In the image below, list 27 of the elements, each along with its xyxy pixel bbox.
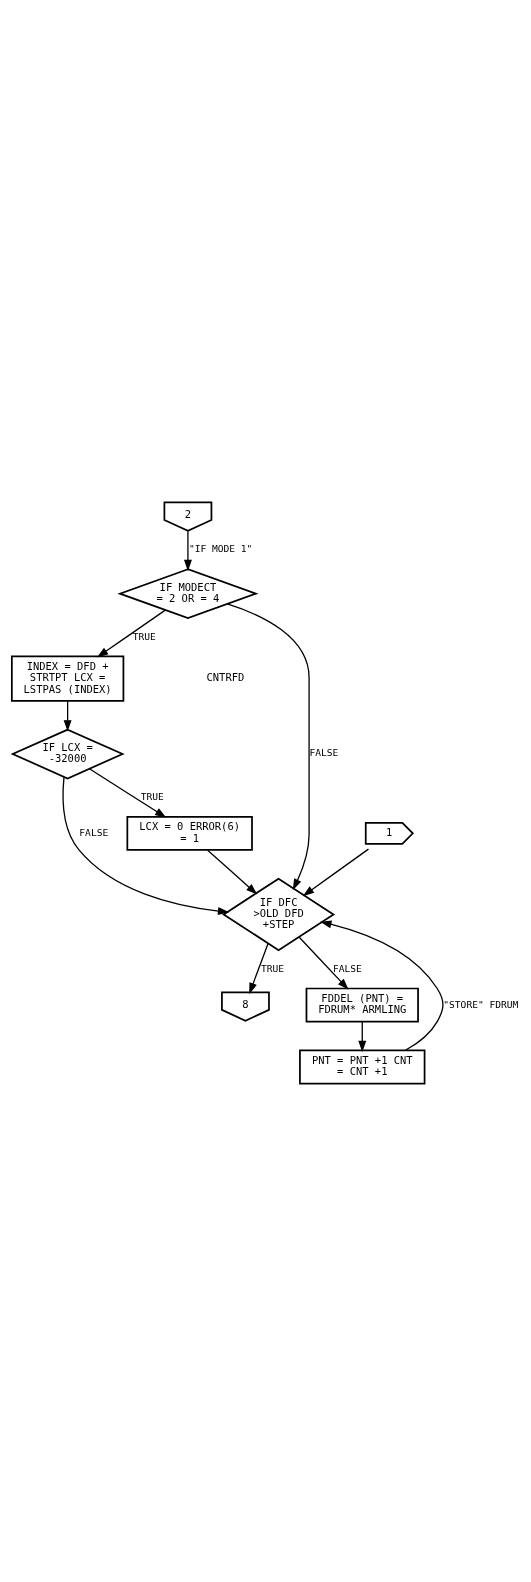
arrow — [63, 700, 72, 732]
node-box: PNT = PNT +1 CNT = CNT +1 — [299, 1049, 426, 1084]
node-box: LCX = 0 ERROR(6) = 1 — [126, 815, 253, 851]
arrow — [249, 942, 269, 994]
node-diamond: IF LCX = -32000 — [10, 728, 125, 779]
edge-label: FALSE — [309, 746, 339, 758]
arrow — [183, 530, 192, 571]
node-box: FDDEL (PNT) = FDRUM* ARMLING — [305, 987, 419, 1022]
edge-label: "IF MODE 1" — [188, 542, 253, 554]
edge-label: FALSE — [79, 826, 109, 838]
label: CNTRFD — [206, 670, 245, 683]
arrow — [302, 848, 370, 896]
edge-label: TRUE — [140, 790, 164, 802]
edge-label: TRUE — [260, 962, 285, 974]
arrow — [207, 849, 258, 895]
node-box: INDEX = DFD + STRTPT LCX = LSTPAS (INDEX) — [10, 655, 125, 702]
edge-label: "STORE" FDRUM — [443, 998, 519, 1009]
arrow — [298, 935, 349, 990]
node-diamond: IF MODECT = 2 OR = 4 — [117, 567, 259, 619]
arrow — [62, 775, 230, 915]
arrow — [320, 919, 444, 1051]
arrow — [88, 767, 167, 818]
arrow — [358, 1020, 367, 1052]
arrow — [96, 609, 166, 657]
edge-label: TRUE — [132, 630, 156, 642]
edge-label: FALSE — [333, 962, 362, 974]
arrow — [226, 602, 310, 890]
